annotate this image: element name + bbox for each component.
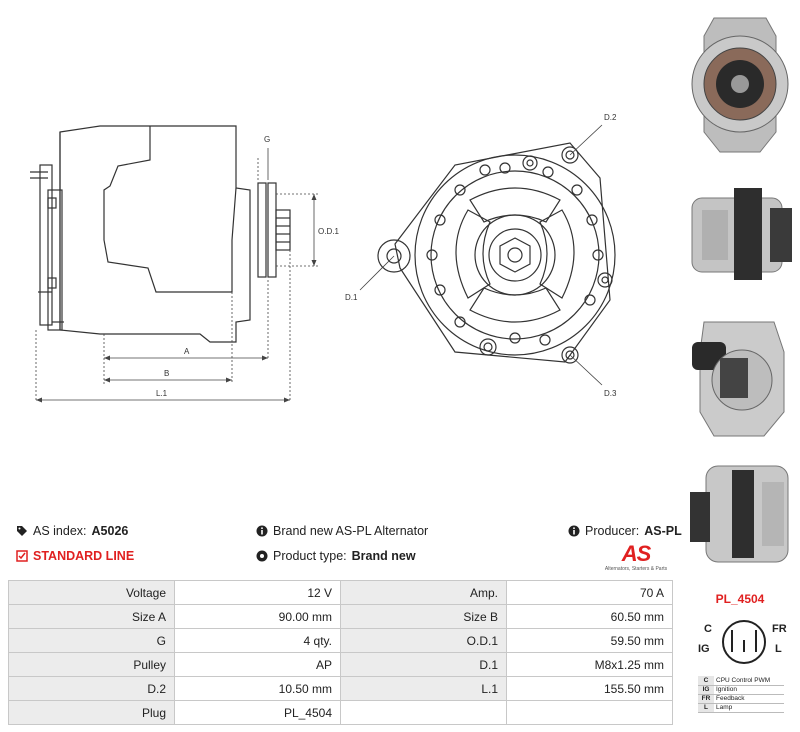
spec-label: Plug (8, 700, 175, 725)
terminal-c: C (704, 623, 712, 635)
legend-desc: CPU Control PWM (714, 676, 784, 686)
spec-value: M8x1.25 mm (506, 652, 673, 677)
spec-label: Voltage (8, 580, 175, 605)
spec-label: Pulley (8, 652, 175, 677)
plug-connector-diagram (722, 620, 766, 664)
spec-label: G (8, 628, 175, 653)
spec-value: AP (174, 652, 341, 677)
as-index-value: A5026 (91, 524, 129, 538)
terminal-ig: IG (698, 643, 710, 655)
producer-label: Producer: (585, 524, 640, 538)
legend-code: L (698, 703, 714, 713)
dim-label-b: B (164, 369, 169, 378)
spec-label: O.D.1 (340, 628, 507, 653)
spec-value: PL_4504 (174, 700, 341, 725)
product-type-label: Product type: (273, 549, 347, 563)
as-pl-logo: AS Alternators, Starters & Parts (596, 542, 676, 576)
standard-line-text: STANDARD LINE (33, 549, 135, 563)
spec-label: Amp. (340, 580, 507, 605)
logo-tagline: Alternators, Starters & Parts (604, 566, 668, 572)
dim-label-l1: L.1 (156, 389, 168, 398)
producer-value: AS-PL (644, 524, 682, 538)
spec-value: 60.50 mm (506, 604, 673, 629)
producer: Producer: AS-PL (568, 524, 682, 538)
dim-label-a: A (184, 347, 190, 356)
spec-value: 70 A (506, 580, 673, 605)
legend-desc: Ignition (714, 685, 784, 695)
dim-label-d2: D.2 (604, 113, 617, 122)
product-photo-side (684, 170, 796, 298)
legend-desc: Lamp (714, 703, 784, 713)
info-icon (256, 525, 268, 537)
dim-label-d1: D.1 (345, 293, 358, 302)
plug-title: PL_4504 (715, 592, 765, 606)
tag-icon (17, 526, 27, 536)
terminal-l: L (775, 643, 782, 655)
spec-label: D.2 (8, 676, 175, 701)
product-photo-front (684, 8, 796, 163)
dim-label-od1: O.D.1 (318, 227, 339, 236)
spec-value: 12 V (174, 580, 341, 605)
legend-code: C (698, 676, 714, 686)
brand-text: Brand new AS-PL Alternator (273, 524, 429, 538)
gear-icon (256, 550, 268, 562)
spec-value: 90.00 mm (174, 604, 341, 629)
product-type-value: Brand new (351, 549, 416, 563)
product-photo-rear (684, 302, 796, 450)
technical-drawing: G O.D.1 A B L.1 D.1 D.2 D.3 (30, 113, 617, 403)
legend-code: IG (698, 685, 714, 695)
alternator-front-view (377, 142, 616, 364)
spec-label: L.1 (340, 676, 507, 701)
dim-label-d3: D.3 (604, 389, 617, 398)
spec-value (506, 700, 673, 725)
checkbox-icon (16, 550, 28, 562)
spec-label: D.1 (340, 652, 507, 677)
legend-code: FR (698, 694, 714, 704)
logo-mark: AS (621, 541, 652, 566)
terminal-fr: FR (772, 623, 787, 635)
alternator-side-view (59, 125, 251, 343)
spec-label: Size A (8, 604, 175, 629)
brand-info: Brand new AS-PL Alternator (256, 524, 428, 538)
spec-label (340, 700, 507, 725)
as-index-label: AS index: (33, 524, 87, 538)
spec-value: 10.50 mm (174, 676, 341, 701)
product-type: Product type: Brand new (256, 549, 416, 563)
dim-label-g: G (264, 135, 270, 144)
spec-label: Size B (340, 604, 507, 629)
info-icon (568, 525, 580, 537)
legend-desc: Feedback (714, 694, 784, 704)
as-index: AS index: A5026 (16, 524, 128, 538)
spec-value: 155.50 mm (506, 676, 673, 701)
standard-line: STANDARD LINE (16, 549, 134, 563)
spec-value: 59.50 mm (506, 628, 673, 653)
spec-value: 4 qty. (174, 628, 341, 653)
product-photo-angle (684, 452, 796, 582)
